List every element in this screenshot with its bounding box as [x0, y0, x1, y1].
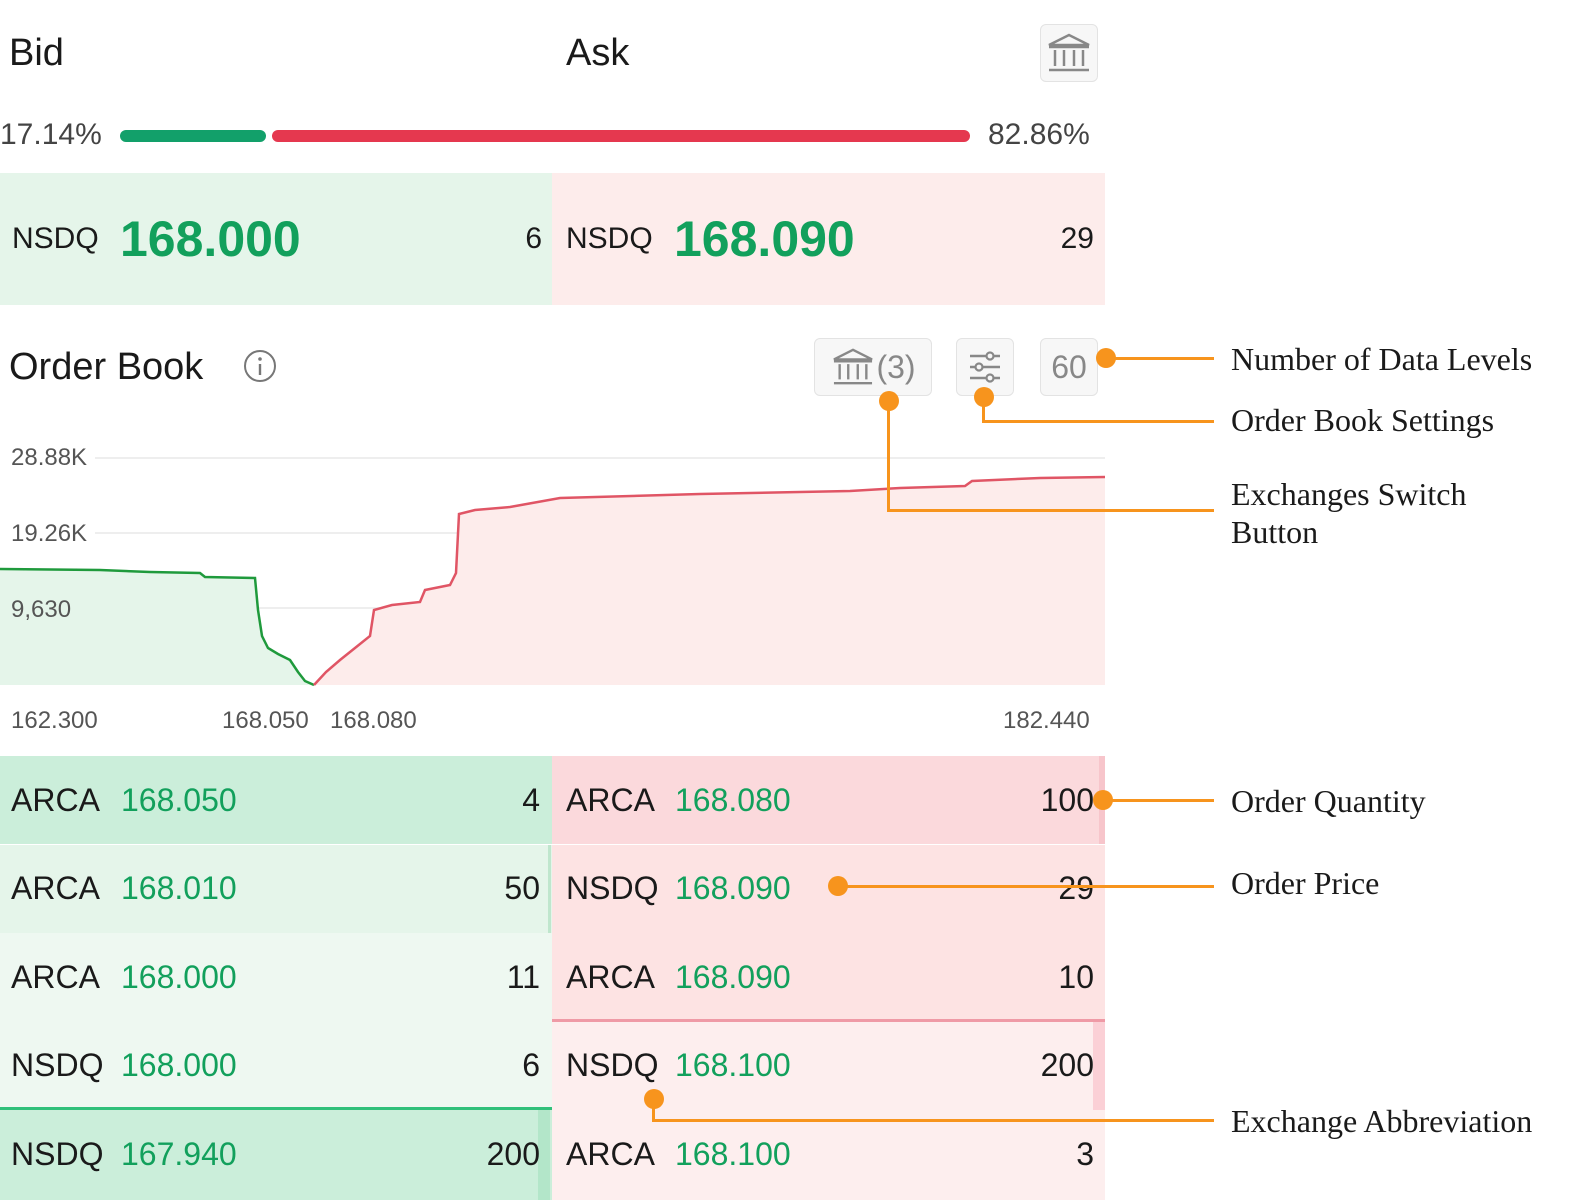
ask-price: 168.100 — [675, 1136, 791, 1172]
y-tick-label: 28.88K — [11, 444, 88, 471]
annotation-line — [887, 401, 890, 511]
ask-exchange: ARCA — [566, 959, 655, 995]
ask-exchange: ARCA — [566, 1136, 655, 1172]
ask-price: 168.100 — [675, 1047, 791, 1083]
bid-exchange: NSDQ — [11, 1047, 104, 1083]
x-tick-label: 168.080 — [330, 707, 417, 734]
bid-percent: 17.14% — [0, 118, 102, 151]
ask-qty: 29 — [1058, 870, 1094, 906]
ask-depth-line — [313, 475, 1105, 686]
ask-qty: 10 — [1058, 959, 1094, 995]
exchanges-count: (3) — [876, 348, 916, 385]
ask-price: 168.090 — [675, 870, 791, 906]
bid-price: 168.000 — [121, 1047, 237, 1083]
annotation-exchanges: Exchanges Switch — [1231, 476, 1467, 512]
ask-price: 168.090 — [675, 959, 791, 995]
ask-qty: 200 — [1040, 1047, 1094, 1083]
ask-ratio-bar — [272, 130, 970, 142]
ask-depth-marker — [1093, 1022, 1105, 1110]
y-tick-label: 9,630 — [11, 596, 72, 623]
ask-label: Ask — [566, 32, 630, 74]
data-levels-button[interactable]: 60 — [1040, 338, 1098, 396]
annotation-quantity: Order Quantity — [1231, 783, 1426, 819]
ask-percent: 82.86% — [988, 118, 1090, 151]
best-ask-price: 168.090 — [674, 211, 855, 267]
bid-exchange: ARCA — [11, 782, 100, 818]
bid-depth-marker — [548, 845, 551, 933]
bid-exchange: NSDQ — [11, 1136, 104, 1172]
bid-qty: 50 — [504, 870, 540, 906]
annotation-settings: Order Book Settings — [1231, 402, 1495, 438]
ask-row-bg — [552, 933, 1105, 1021]
best-ask-qty: 29 — [1060, 222, 1094, 255]
x-tick-label: 168.050 — [222, 707, 309, 734]
depth-chart — [0, 457, 1105, 687]
annotation-abbreviation: Exchange Abbreviation — [1231, 1103, 1533, 1139]
annotation-line — [838, 885, 1214, 888]
annotation-line — [1103, 799, 1214, 802]
bid-row-bg — [0, 1021, 552, 1109]
ask-exchange: NSDQ — [566, 1047, 659, 1083]
bank-icon — [833, 348, 874, 385]
ask-qty: 100 — [1040, 782, 1094, 818]
bid-exchange: ARCA — [11, 870, 100, 906]
x-tick-label: 162.300 — [11, 707, 98, 734]
bid-row-bg — [0, 933, 552, 1021]
annotation-line — [982, 420, 1214, 423]
bid-qty: 11 — [506, 959, 540, 995]
ask-exchange: NSDQ — [566, 870, 659, 906]
ask-exchange: ARCA — [566, 782, 655, 818]
best-ask-exchange: NSDQ — [566, 222, 653, 255]
bid-exchange: ARCA — [11, 959, 100, 995]
bid-row-bg — [0, 756, 552, 844]
annotation-line — [1106, 357, 1214, 360]
bid-depth-marker — [538, 1110, 550, 1200]
annotation-line — [652, 1099, 655, 1121]
best-bid-panel — [0, 173, 552, 305]
bid-depth-line — [0, 567, 315, 687]
annotation-levels: Number of Data Levels — [1231, 341, 1533, 377]
bid-price: 168.000 — [121, 959, 237, 995]
bid-qty: 4 — [522, 782, 540, 818]
exchanges-switch-button[interactable]: (3) — [814, 338, 932, 396]
ask-qty: 3 — [1076, 1136, 1094, 1172]
bid-price: 168.050 — [121, 782, 237, 818]
bid-label: Bid — [9, 32, 64, 74]
bid-price: 168.010 — [121, 870, 237, 906]
ask-row-bg — [552, 1110, 1105, 1200]
bank-icon — [1048, 33, 1090, 72]
bid-qty: 200 — [486, 1136, 540, 1172]
bid-qty: 6 — [522, 1047, 540, 1083]
bid-divider — [0, 1107, 552, 1110]
bid-price: 167.940 — [121, 1136, 237, 1172]
sliders-icon — [970, 351, 1000, 383]
y-tick-label: 19.26K — [11, 520, 88, 547]
ask-depth-area — [314, 477, 1105, 685]
ask-divider — [552, 1019, 1105, 1022]
annotation-exchanges-line2: Button — [1231, 514, 1319, 550]
bid-row-bg — [0, 845, 552, 933]
best-ask-panel — [552, 173, 1105, 305]
order-book-settings-button[interactable] — [956, 338, 1014, 396]
order-book-title: Order Book — [9, 346, 204, 388]
info-icon[interactable] — [243, 349, 277, 383]
best-bid-price: 168.000 — [120, 211, 301, 267]
bid-depth-area — [0, 569, 314, 685]
x-tick-label: 182.440 — [1003, 707, 1090, 734]
exchange-button[interactable] — [1040, 24, 1098, 82]
best-bid-exchange: NSDQ — [12, 222, 99, 255]
ask-price: 168.080 — [675, 782, 791, 818]
ask-row-bg — [552, 756, 1105, 844]
annotation-price: Order Price — [1231, 865, 1380, 901]
annotation-line — [982, 397, 985, 422]
annotation-line — [887, 509, 1214, 512]
bid-row-bg — [0, 1110, 552, 1200]
best-bid-qty: 6 — [525, 222, 542, 255]
bid-ratio-bar — [120, 130, 266, 142]
annotation-line — [652, 1119, 1214, 1122]
